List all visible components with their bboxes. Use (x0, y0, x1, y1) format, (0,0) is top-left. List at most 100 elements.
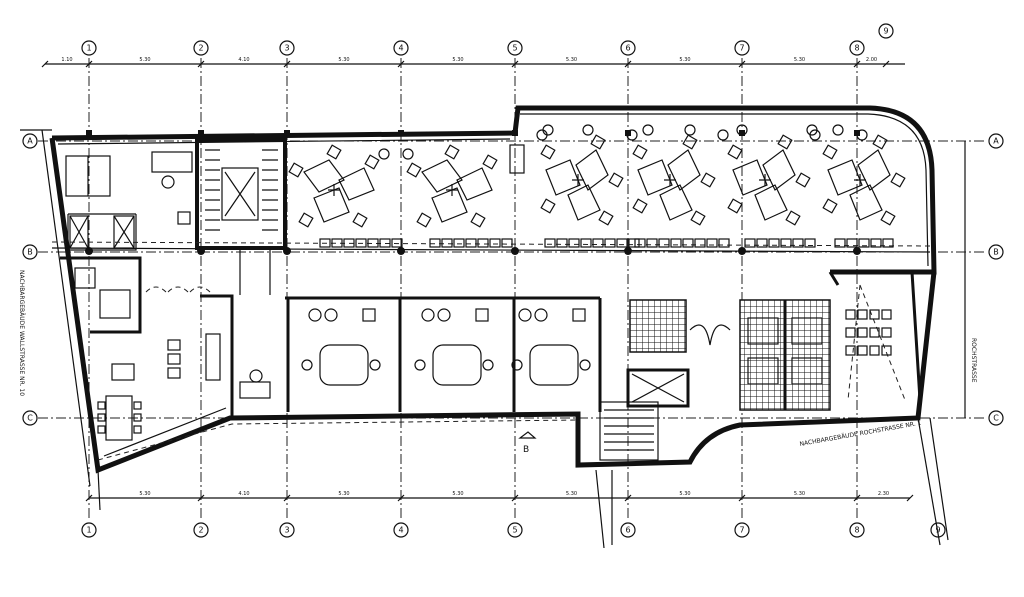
shelf-unit (744, 238, 756, 248)
column-mid (511, 247, 519, 255)
plant-or-stool (542, 124, 554, 136)
chair (324, 308, 338, 322)
grid-label-right-A: A (993, 137, 999, 146)
chair (880, 210, 896, 226)
dimension-top-7: 5.30 (794, 57, 805, 63)
dimension-tick-bottom (738, 494, 746, 502)
shelf-unit (768, 238, 780, 248)
street-right-label: ROCHSTRASSE (970, 338, 977, 383)
conference-chair (857, 345, 868, 356)
chair (682, 134, 698, 150)
grid-label-bottom-1: 1 (86, 526, 91, 535)
office-furniture (511, 308, 591, 386)
grid-bubble-right-C (988, 410, 1004, 426)
grid-label-top-4: 4 (398, 44, 403, 53)
grid-label-top-6: 6 (625, 44, 630, 53)
conference-chair (857, 327, 868, 338)
column-round (626, 129, 638, 141)
sofa (205, 333, 221, 381)
chair (298, 212, 314, 228)
column-top (739, 130, 745, 136)
dimension-tick-bottom (397, 494, 405, 502)
shelf-unit (501, 238, 513, 248)
conference-chair (845, 327, 856, 338)
chair (97, 413, 106, 422)
grid-bubble-bottom-2 (193, 522, 209, 538)
shelf-unit (870, 238, 882, 248)
shelf-unit (658, 238, 670, 248)
shelf-unit (568, 238, 580, 248)
grid-label-left-B: B (27, 248, 33, 257)
grid-label-bottom-8: 8 (854, 526, 859, 535)
dimension-tick-top (882, 60, 890, 68)
shelf-unit (682, 238, 694, 248)
chair (406, 162, 422, 178)
exterior-walls (20, 105, 949, 549)
shelf-unit (429, 238, 441, 248)
dimension-bottom-6: 5.30 (794, 491, 805, 497)
grid-bubble-left-A (22, 133, 38, 149)
shelf-unit (792, 238, 804, 248)
desk (637, 149, 701, 221)
grid-label-top-3: 3 (284, 44, 289, 53)
plant-or-stool (642, 124, 654, 136)
column-mid (197, 247, 205, 255)
column-top (284, 130, 290, 136)
office-furniture (301, 308, 381, 386)
chair (470, 212, 486, 228)
grid-bubble-top-7 (734, 40, 750, 56)
chair (608, 172, 624, 188)
chair (518, 308, 532, 322)
chair (308, 308, 322, 322)
round-table (319, 344, 369, 386)
office-furniture (414, 308, 494, 386)
shelf-unit (616, 238, 628, 248)
dimension-top-2: 4.10 (238, 57, 249, 63)
shelf-unit (882, 238, 894, 248)
grid-bubble-bottom-6 (620, 522, 636, 538)
shelf-unit (706, 238, 718, 248)
cabinet (509, 144, 525, 174)
conference-chair (845, 309, 856, 320)
column-top (198, 130, 204, 136)
chair (785, 210, 801, 226)
grid-bubble-bottom-4 (393, 522, 409, 538)
chair (167, 353, 181, 365)
plant-or-stool (832, 124, 844, 136)
chair (482, 154, 498, 170)
section-mark-label: B (523, 445, 529, 455)
chair (133, 401, 142, 410)
desk (732, 149, 796, 221)
shelf-unit (780, 238, 792, 248)
monitor (664, 174, 676, 186)
shelf-unit (718, 238, 730, 248)
grid-label-top-9: 9 (883, 27, 888, 36)
column-mid (283, 247, 291, 255)
curtain (145, 286, 211, 293)
shelf-unit (331, 238, 343, 248)
chair (822, 198, 838, 214)
desk (303, 159, 375, 223)
grid-bubble-right-A (988, 133, 1004, 149)
grid-label-left-A: A (27, 137, 33, 146)
dimension-bottom-5: 5.30 (679, 491, 690, 497)
chair (416, 212, 432, 228)
shelf-unit (756, 238, 768, 248)
cabinet (572, 308, 586, 322)
monitor (328, 184, 340, 196)
shelf-row (744, 238, 816, 248)
shelf-row (429, 238, 513, 248)
chair (288, 162, 304, 178)
chair (369, 359, 381, 371)
chair (795, 172, 811, 188)
grid-bubble-top-9 (878, 23, 894, 39)
conference-chair (881, 309, 892, 320)
plant-or-stool (582, 124, 594, 136)
shelf-unit (646, 238, 658, 248)
grid-label-right-C: C (993, 414, 999, 423)
dimension-top-1: 5.30 (139, 57, 150, 63)
grid-label-top-5: 5 (512, 44, 517, 53)
shelf-unit (694, 238, 706, 248)
grid-bubble-top-6 (620, 40, 636, 56)
dimension-top-3: 5.30 (338, 57, 349, 63)
